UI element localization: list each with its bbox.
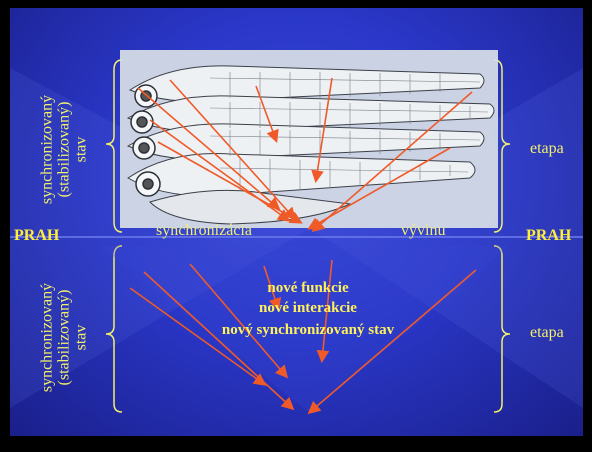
new-functions-text: nové funkcie (138, 280, 478, 297)
slide: synchronizovaný (stabilizovaný) stav syn… (10, 8, 583, 436)
upper-right-stage-label: etapa (530, 140, 564, 158)
slide-graphics (10, 8, 583, 436)
lower-left-state-label: synchronizovaný (stabilizovaný) stav (39, 258, 90, 418)
state-line-2: (stabilizovaný) (56, 70, 73, 230)
right-threshold-label: PRAH (526, 227, 571, 245)
upper-left-state-label: synchronizovaný (stabilizovaný) stav (39, 70, 90, 230)
new-interactions-text: nové interakcie (138, 300, 478, 317)
state-line-1: synchronizovaný (39, 70, 56, 230)
state-line-3: stav (73, 258, 90, 418)
state-line-1: synchronizovaný (39, 258, 56, 418)
development-label: vývinu (401, 222, 445, 240)
synchronization-label: synchronizácia (156, 222, 252, 240)
state-line-3: stav (73, 70, 90, 230)
lower-right-stage-label: etapa (530, 324, 564, 342)
state-line-2: (stabilizovaný) (56, 258, 73, 418)
left-threshold-label: PRAH (14, 227, 59, 245)
new-synchronized-state-text: nový synchronizovaný stav (138, 322, 478, 339)
